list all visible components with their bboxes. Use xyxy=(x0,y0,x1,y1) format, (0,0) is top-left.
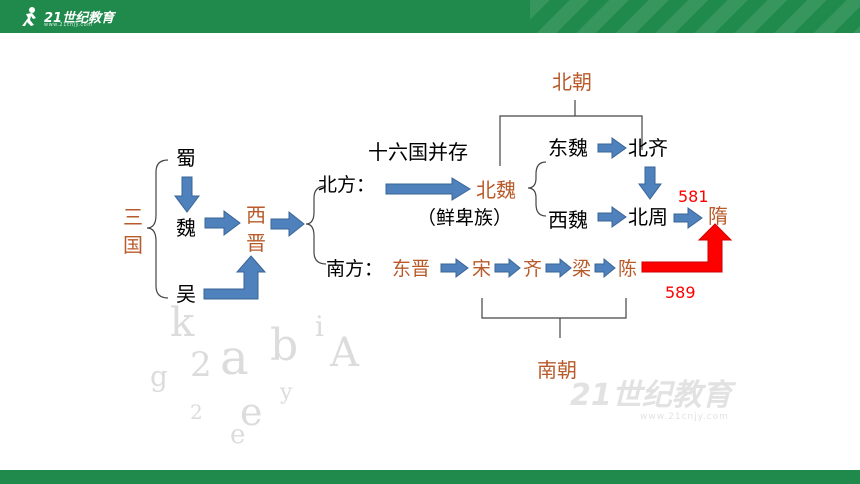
label-dongjin: 东晋 xyxy=(392,258,431,280)
arrow-chen-sui-red xyxy=(641,223,733,273)
label-south: 南方： xyxy=(326,258,384,280)
label-xijin: 西晋 xyxy=(246,203,266,255)
logo-text: 21世纪教育 xyxy=(44,11,115,26)
watermark-url: www.21cnjy.com xyxy=(640,412,729,422)
label-wei: 魏 xyxy=(176,216,196,240)
logo-url: www.21cnjy.com xyxy=(44,22,93,28)
label-nanchao: 南朝 xyxy=(537,358,577,382)
label-song: 宋 xyxy=(472,258,492,280)
arrow-qi-liang xyxy=(545,257,572,279)
arrow-xiwei-beizhou xyxy=(597,206,627,228)
arrow-shu-wei xyxy=(174,176,200,213)
label-beizhou: 北周 xyxy=(628,205,668,229)
label-sui: 隋 xyxy=(708,204,728,228)
beichao-bracket xyxy=(499,100,643,166)
label-chen: 陈 xyxy=(618,258,638,280)
arrow-song-qi xyxy=(494,257,521,279)
label-beichao: 北朝 xyxy=(552,70,592,94)
label-beiqi: 北齐 xyxy=(628,136,668,160)
arrow-dongwei-beiqi xyxy=(597,137,627,159)
header-decoration xyxy=(530,0,860,33)
footer-bar xyxy=(0,470,860,484)
arrow-beizhou-sui xyxy=(673,207,703,229)
label-xianbei: （鲜卑族） xyxy=(417,207,513,229)
label-year-581: 581 xyxy=(678,187,709,206)
label-sanguo: 三国 xyxy=(123,205,143,257)
arrow-liang-chen xyxy=(594,257,616,279)
sanguo-brace xyxy=(146,159,169,299)
beiwei-brace xyxy=(527,161,547,217)
arrow-wei-xijin xyxy=(204,210,241,236)
label-wu: 吴 xyxy=(176,282,196,306)
runner-logo-icon xyxy=(22,6,36,26)
label-year-589: 589 xyxy=(665,283,696,302)
label-dongwei: 东魏 xyxy=(548,136,588,160)
nanchao-bracket xyxy=(481,298,627,338)
watermark-logo: 21世纪教育 xyxy=(570,378,732,413)
label-sixteen-states: 十六国并存 xyxy=(368,140,468,164)
label-qi: 齐 xyxy=(523,258,543,280)
arrow-wu-xijin xyxy=(203,255,267,300)
label-liang: 梁 xyxy=(572,258,592,280)
label-xiwei: 西魏 xyxy=(548,208,588,232)
label-shu: 蜀 xyxy=(176,146,196,170)
logo: 21世纪教育 xyxy=(18,4,114,29)
xijin-brace xyxy=(305,185,327,265)
arrow-xijin-split xyxy=(270,210,305,238)
header-bar: 21世纪教育 www.21cnjy.com xyxy=(0,0,860,33)
background-letters-decoration: k a b i A 2 g e y 2 e xyxy=(150,300,359,450)
arrow-beiqi-beizhou xyxy=(638,166,662,200)
label-beiwei: 北魏 xyxy=(476,178,516,202)
arrow-dongjin-song xyxy=(440,258,469,278)
label-north: 北方： xyxy=(318,174,376,196)
arrow-north-beiwei xyxy=(385,177,471,201)
